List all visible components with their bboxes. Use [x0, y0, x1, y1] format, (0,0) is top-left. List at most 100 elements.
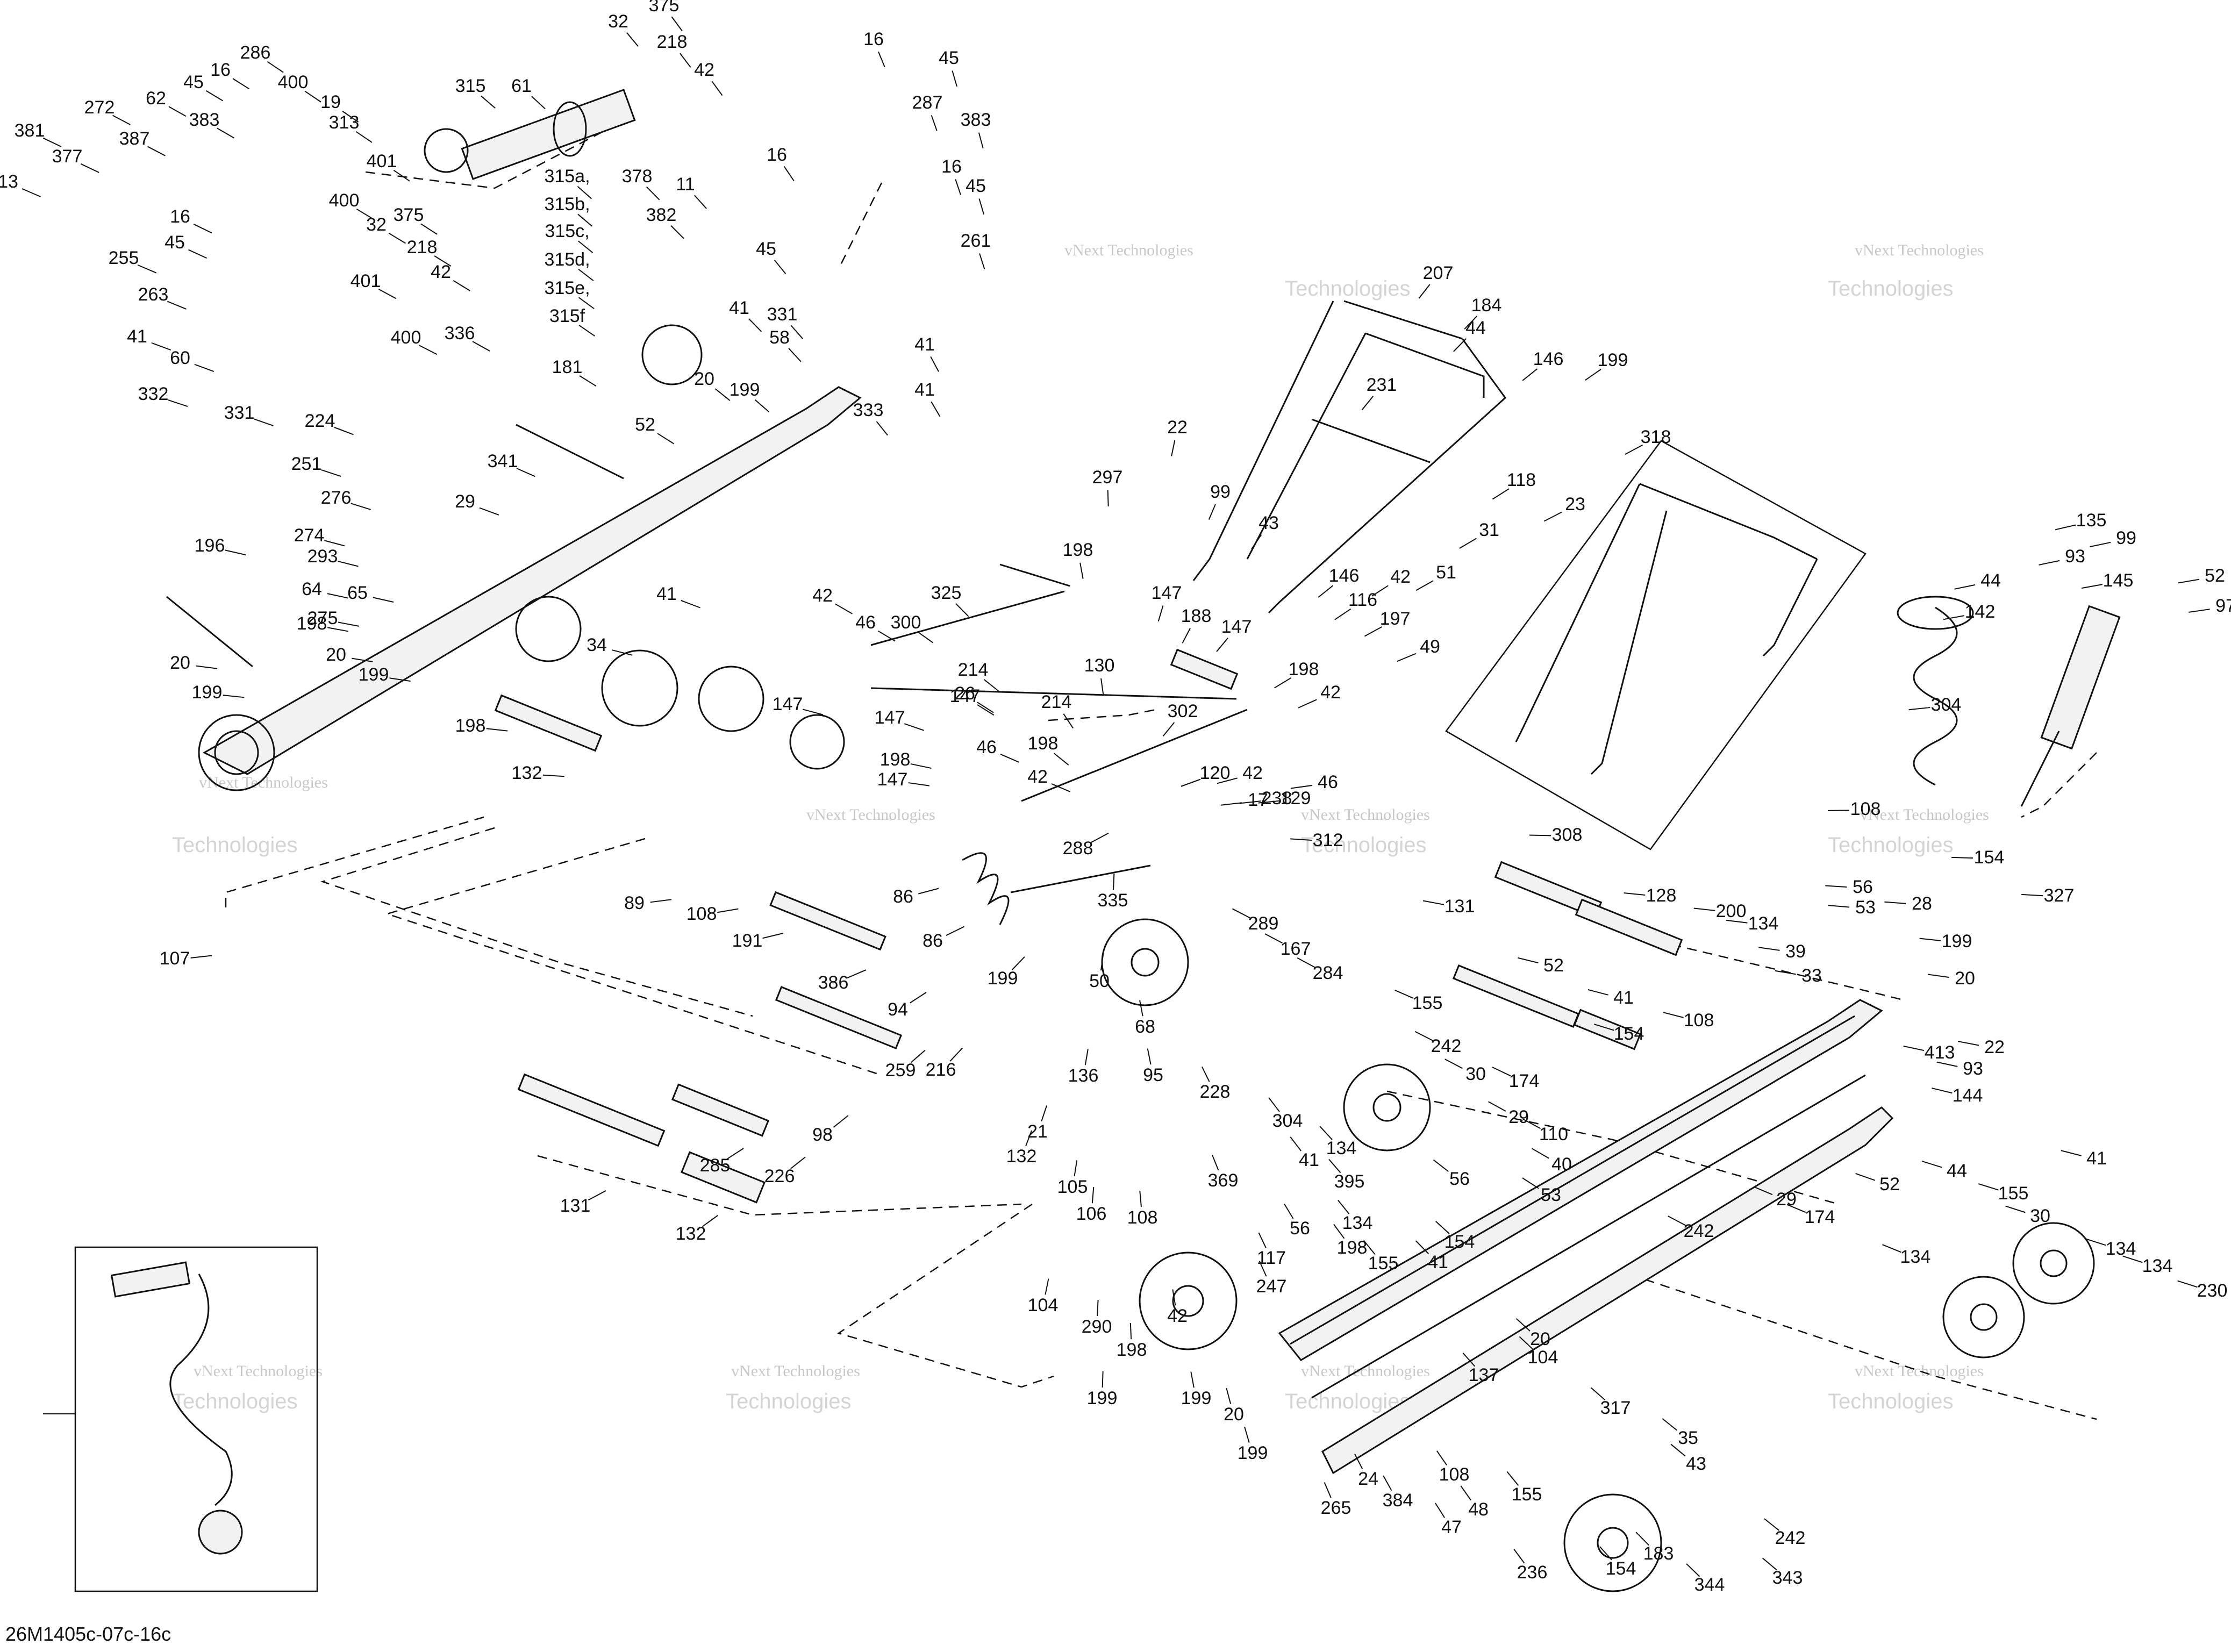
callout-label: 26 [955, 683, 975, 704]
callout-leader [1157, 605, 1164, 622]
callout-label: 286 [240, 42, 271, 63]
callout-label: 52 [635, 414, 655, 435]
callout-label: 199 [359, 664, 389, 685]
callout-label: 16 [210, 60, 231, 80]
callout-label: 146 [1533, 349, 1564, 369]
callout-leader [1139, 1000, 1143, 1017]
callout-leader [1051, 783, 1071, 792]
callout-leader [205, 90, 224, 102]
callout-label: 108 [1127, 1207, 1158, 1228]
callout-label: 64 [302, 579, 322, 599]
callout-leader [453, 280, 470, 291]
callout-label: 62 [146, 88, 166, 109]
callout-leader [1091, 1187, 1095, 1204]
callout-leader [1216, 638, 1228, 652]
callout-label: 259 [885, 1060, 916, 1081]
callout-leader [646, 186, 660, 201]
callout-leader [1936, 1061, 1958, 1067]
callout-label: 108 [687, 904, 717, 924]
callout-leader [338, 561, 359, 567]
callout-label: 128 [1646, 885, 1677, 906]
callout-label: 315c, [545, 221, 589, 241]
callout-leader [1506, 1471, 1519, 1486]
callout-label: 42 [1242, 763, 1263, 783]
callout-label: 60 [170, 348, 190, 368]
callout-label: 375 [394, 205, 424, 225]
callout-label: 174 [1805, 1207, 1835, 1227]
callout-leader [2081, 584, 2103, 589]
callout-leader [1232, 908, 1250, 919]
callout-label: 333 [853, 400, 884, 420]
callout-label: 236 [1517, 1562, 1548, 1583]
callout-leader [977, 704, 995, 716]
callout-leader [1415, 580, 1434, 591]
callout-leader [2021, 893, 2043, 897]
callout-leader [918, 888, 939, 895]
callout-leader [1298, 699, 1317, 709]
callout-leader [112, 115, 131, 125]
callout-leader [1922, 1161, 1942, 1168]
callout-label: 218 [407, 237, 438, 258]
callout-leader [1762, 1557, 1777, 1571]
callout-leader [1464, 316, 1478, 330]
callout-leader [754, 399, 770, 413]
callout-label: 188 [1181, 606, 1212, 626]
callout-label: 335 [1098, 890, 1128, 911]
callout-leader [1364, 626, 1383, 637]
front-arm-assembly [198, 324, 862, 791]
callout-leader [167, 301, 187, 310]
callout-leader [2189, 609, 2210, 613]
callout-leader [833, 1115, 849, 1128]
callout-label: 293 [308, 546, 338, 567]
callout-label: 118 [1507, 470, 1536, 490]
callout-leader [531, 96, 546, 110]
callout-leader [1383, 1475, 1392, 1491]
callout-leader [1932, 1088, 1953, 1094]
callout-leader [931, 115, 938, 131]
callout-leader [1518, 957, 1539, 964]
callout-label: 167 [1281, 939, 1311, 959]
front-shock-assembly [424, 89, 636, 180]
watermark: Technologies [1285, 277, 1411, 301]
callout-label: 216 [926, 1060, 956, 1080]
callout-label: 34 [587, 635, 607, 655]
callout-leader [1951, 856, 1973, 859]
callout-leader [1585, 369, 1601, 381]
callout-label: 48 [1468, 1499, 1489, 1520]
callout-label: 30 [1465, 1064, 1486, 1084]
callout-leader [1588, 989, 1608, 996]
callout-label: 341 [488, 451, 518, 471]
callout-label: 41 [914, 334, 935, 355]
callout-leader [2086, 1238, 2106, 1246]
callout-leader [2178, 578, 2199, 584]
callout-leader [1074, 1160, 1078, 1177]
callout-label: 154 [1974, 847, 2005, 868]
watermark: Technologies [172, 1390, 298, 1413]
callout-label: 132 [1006, 1146, 1037, 1167]
callout-label: 52 [1543, 955, 1564, 976]
callout-leader [2055, 524, 2076, 531]
callout-label: 154 [1606, 1558, 1636, 1579]
callout-label: 46 [976, 737, 997, 757]
callout-label: 302 [1168, 701, 1198, 721]
callout-leader [1515, 1318, 1531, 1332]
callout-leader [1599, 1546, 1612, 1561]
callout-leader [434, 255, 452, 267]
callout-label: 131 [560, 1196, 591, 1216]
callout-leader [1361, 396, 1374, 411]
callout-label: 41 [656, 584, 677, 604]
callout-leader [877, 51, 885, 68]
callout-label: 68 [1135, 1017, 1155, 1037]
right-slide-rail [1278, 999, 1894, 1475]
callout-label: 28 [1912, 893, 1932, 914]
callout-leader [1668, 1215, 1686, 1226]
callout-leader [1181, 778, 1201, 787]
watermark: vNext Technologies [806, 806, 935, 824]
callout-label: 154 [1614, 1024, 1644, 1044]
callout-leader [650, 899, 672, 903]
callout-leader [486, 728, 508, 732]
callout-label: 274 [294, 525, 325, 546]
callout-label: 331 [767, 304, 798, 325]
callout-leader [1433, 1159, 1449, 1172]
callout-label: 41 [127, 326, 147, 347]
